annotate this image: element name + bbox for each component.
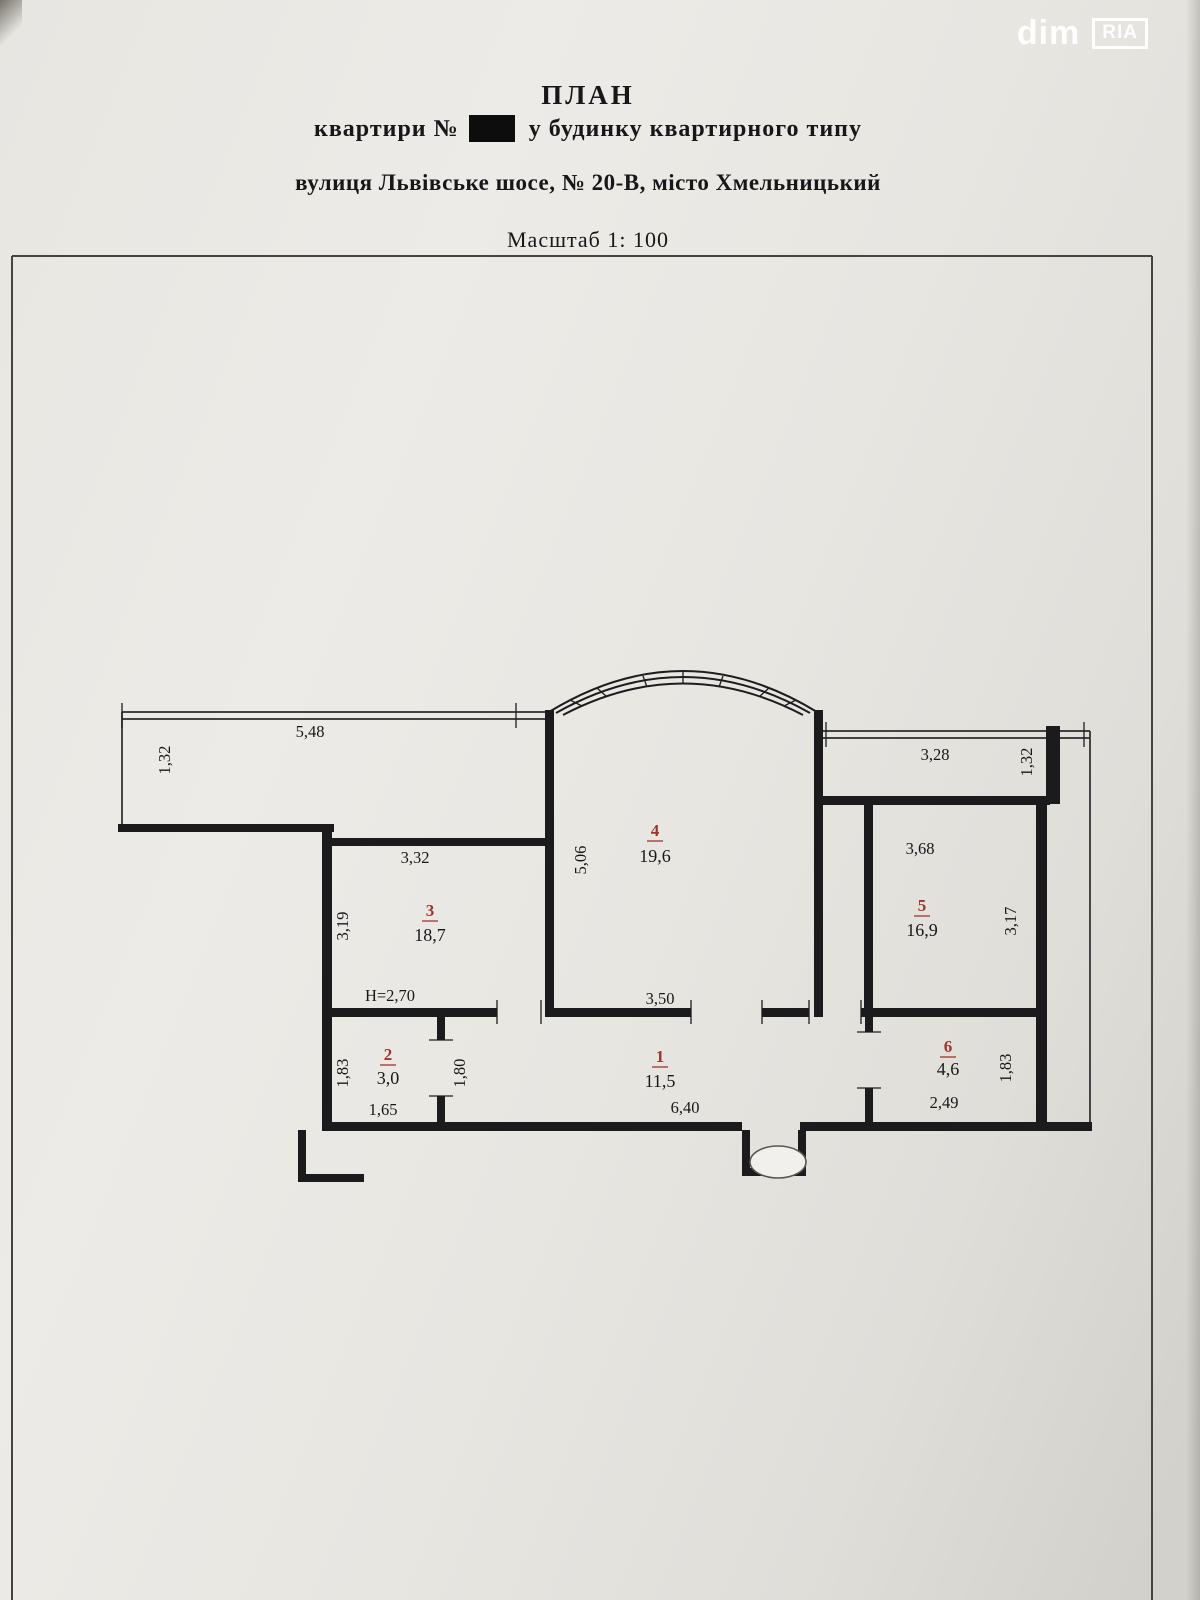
- wall-segment: [1046, 726, 1060, 804]
- apartment-line-suffix: у будинку квартирного типу: [528, 116, 862, 142]
- wall-segment: [861, 1008, 1041, 1017]
- walls: [118, 710, 1092, 1182]
- wall-segment: [437, 1008, 445, 1040]
- wall-segment: [298, 1130, 306, 1182]
- room-area: 18,7: [414, 925, 446, 945]
- wall-segment: [322, 1122, 742, 1131]
- wall-segment: [814, 710, 823, 1017]
- dim-label: 3,28: [921, 745, 950, 764]
- wall-segment: [800, 1122, 1092, 1131]
- wall-segment: [864, 796, 873, 1017]
- wall-segment: [437, 1096, 445, 1130]
- dim-label: 6,40: [671, 1098, 700, 1117]
- dim-label: 1,65: [369, 1100, 398, 1119]
- dimension-labels: 5,48 1,32 3,28 1,32 3,32 5,06 3,68 3,19 …: [155, 722, 1036, 1119]
- watermark-dim-logo: dim: [1016, 14, 1081, 52]
- wall-segment: [326, 1008, 497, 1017]
- dim-label: 5,48: [296, 722, 325, 741]
- wall-segment: [545, 710, 554, 1017]
- dim-label: 3,68: [906, 839, 935, 858]
- dim-label: 5,06: [571, 846, 590, 875]
- room-area: 16,9: [906, 920, 938, 940]
- stamp-redaction-oval: [749, 1145, 807, 1179]
- dim-label: 2,49: [930, 1093, 959, 1112]
- page-title: ПЛАН: [541, 80, 635, 110]
- wall-segment: [762, 1008, 809, 1017]
- scan-corner-shadow: [0, 0, 22, 46]
- wall-segment: [1036, 796, 1047, 1130]
- dim-label: 1,83: [333, 1059, 352, 1088]
- room-area: 11,5: [645, 1071, 676, 1091]
- dim-label: 3,17: [1001, 907, 1020, 936]
- sheet-frame: [11, 255, 1153, 1600]
- watermark: dim RIA: [1017, 14, 1148, 53]
- wall-segment: [814, 796, 1050, 805]
- watermark-ria-logo: RIA: [1092, 18, 1148, 49]
- apartment-number-redaction: [468, 115, 515, 142]
- wall-segment: [298, 1174, 364, 1182]
- dim-label: 1,32: [155, 746, 174, 775]
- document-header: ПЛАН квартири № у будинку квартирного тип…: [0, 80, 1176, 253]
- room-labels: 3 18,7 4 19,6 5 16,9 2 3,0 1 11,5 6 4,6: [377, 821, 960, 1091]
- wall-segment: [865, 1088, 873, 1130]
- wall-segment: [742, 1130, 750, 1176]
- dim-label: 1,83: [996, 1054, 1015, 1083]
- wall-segment: [322, 824, 332, 1130]
- room-number: 1: [656, 1047, 665, 1066]
- door-openings: [429, 1000, 881, 1097]
- dim-label: 1,32: [1017, 748, 1036, 777]
- scan-edge-shadow: [1186, 0, 1200, 1600]
- address-line: вулиця Львівське шосе, № 20-В, місто Хме…: [295, 170, 881, 195]
- apartment-line: квартири № у будинку квартирного типу: [0, 115, 1176, 143]
- dim-label: 1,80: [450, 1059, 469, 1088]
- room-number: 4: [651, 821, 660, 840]
- dim-label: 3,32: [401, 848, 430, 867]
- room-number: 6: [944, 1037, 953, 1056]
- dim-label: 3,50: [646, 989, 675, 1008]
- room-number: 5: [918, 896, 927, 915]
- dim-label: 3,19: [333, 912, 352, 941]
- room-area: 3,0: [377, 1068, 400, 1088]
- balcony-window-lines: [121, 703, 1091, 1124]
- ceiling-height-label: H=2,70: [365, 986, 415, 1005]
- room-number: 2: [384, 1045, 393, 1064]
- room-area: 4,6: [937, 1059, 960, 1079]
- apartment-line-prefix: квартири №: [314, 116, 459, 142]
- scale-line: Масштаб 1: 100: [507, 227, 669, 252]
- room-area: 19,6: [639, 846, 671, 866]
- wall-segment: [326, 838, 554, 846]
- room-number: 3: [426, 901, 435, 920]
- bay-window-arch: [548, 670, 818, 716]
- wall-segment: [865, 1008, 873, 1032]
- wall-segment: [545, 1008, 691, 1017]
- wall-segment: [118, 824, 334, 832]
